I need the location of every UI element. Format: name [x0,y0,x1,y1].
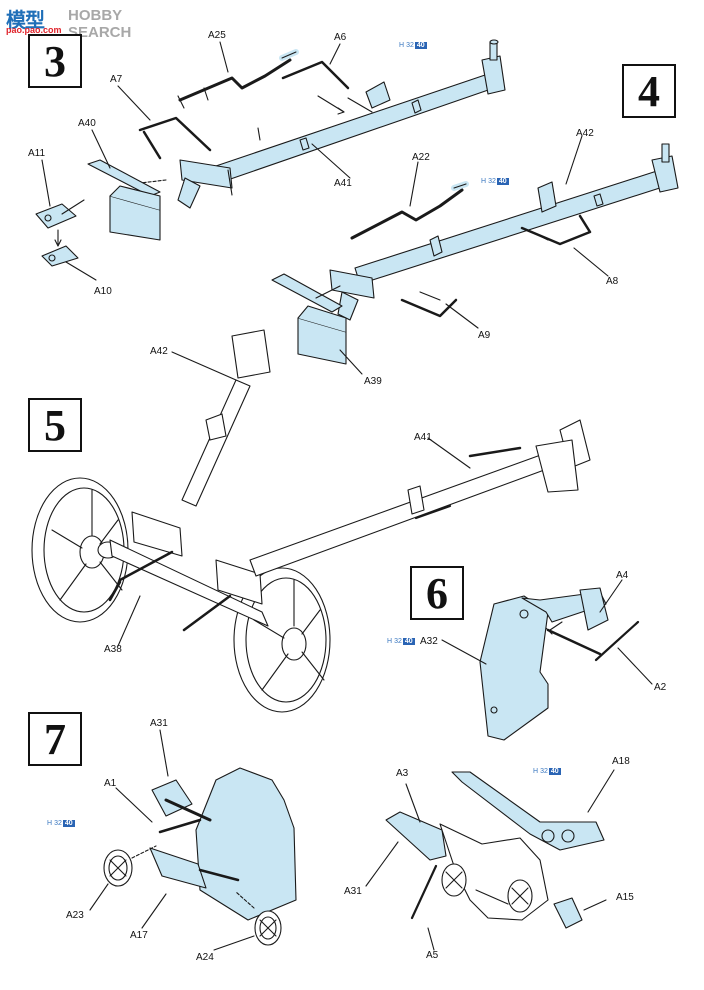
part-label-a41-step5: A41 [414,432,432,443]
part-label-a6: A6 [334,32,347,43]
part-label-a11: A11 [28,148,46,159]
part-label-a42: A42 [576,128,594,139]
part-label-a42-step5: A42 [150,346,168,357]
part-label-a10: A10 [94,286,112,297]
part-label-a25: A25 [208,30,226,41]
watermark-logo: 模型 HOBBY SEARCH pao.pao.com [2,2,172,41]
watermark-site: 模型 [6,8,45,32]
part-label-a8: A8 [606,276,619,287]
part-label-a31: A31 [150,718,168,729]
step-number-3: 3 [28,34,82,88]
part-label-a41: A41 [334,178,352,189]
step-number-4: 4 [622,64,676,118]
part-label-a22: A22 [412,152,430,163]
part-label-a15: A15 [616,892,634,903]
part-label-a40: A40 [78,118,96,129]
watermark-brand: HOBBY SEARCH [68,7,132,41]
step5-drawing [31,329,591,713]
step-number-5: 5 [28,398,82,452]
watermark-url: pao.pao.com [6,25,62,35]
step-number-7: 7 [28,712,82,766]
step-number-6: 6 [410,566,464,620]
part-label-a17: A17 [130,930,148,941]
part-label-a3: A3 [396,768,409,779]
part-label-a18: A18 [612,756,630,767]
part-label-a24: A24 [196,952,214,963]
part-label-a38: A38 [104,644,122,655]
part-label-a39: A39 [364,376,382,387]
part-label-a5: A5 [426,950,439,961]
part-label-a4: A4 [616,570,629,581]
part-label-a23: A23 [66,910,84,921]
part-label-a9: A9 [478,330,491,341]
step7b-drawing [365,769,615,951]
step7a-drawing [89,729,297,951]
part-label-a31-step7: A31 [344,886,362,897]
part-label-a32: A32 [420,636,438,647]
part-label-a1: A1 [104,778,117,789]
part-label-a7: A7 [110,74,123,85]
part-label-a2: A2 [654,682,667,693]
step6-drawing [441,579,653,741]
step4-drawing [271,135,679,375]
step3-drawing [35,39,506,281]
